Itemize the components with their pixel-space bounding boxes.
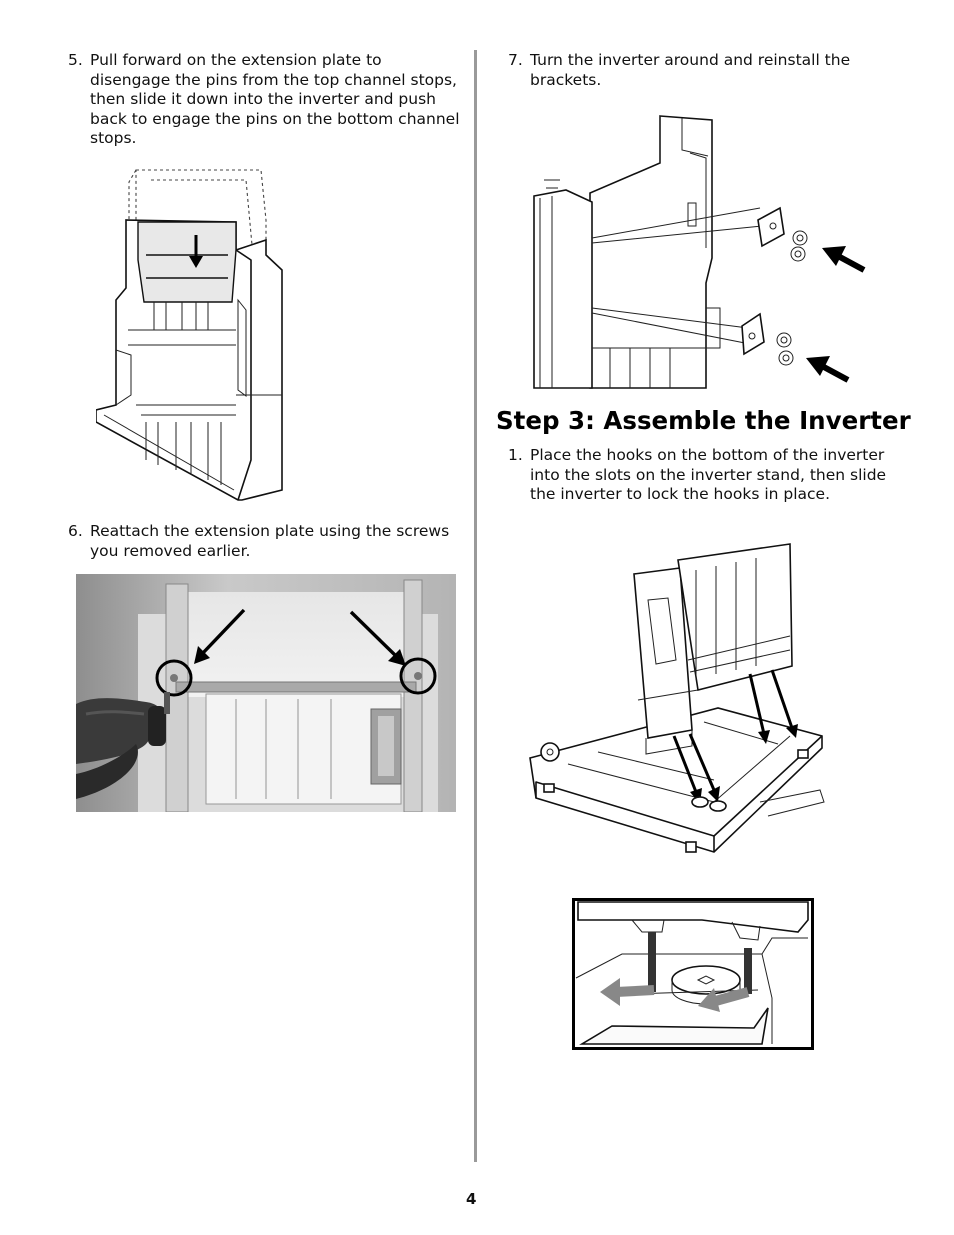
- step-5-text: Pull forward on the extension plate to d…: [90, 51, 460, 147]
- step-1-number: 1.: [508, 446, 523, 464]
- step-1: 1. Place the hooks on the bottom of the …: [508, 446, 908, 505]
- step-7-number: 7.: [508, 51, 523, 69]
- column-divider: [474, 50, 477, 1162]
- extension-plate-figure: [96, 169, 283, 501]
- extension-plate-screws-photo: [76, 574, 456, 812]
- hooks-slide-detail-figure: [572, 898, 814, 1050]
- step-6-text: Reattach the extension plate using the s…: [90, 522, 450, 560]
- bracket-reinstall-figure: [533, 115, 866, 389]
- section-heading: Step 3: Assemble the Inverter: [496, 406, 911, 435]
- step-6-number: 6.: [68, 522, 83, 540]
- inverter-on-stand-figure: [529, 543, 825, 853]
- step-7: 7. Turn the inverter around and reinstal…: [508, 51, 908, 90]
- page-number: 4: [466, 1190, 477, 1208]
- step-7-text: Turn the inverter around and reinstall t…: [530, 51, 851, 89]
- step-6: 6. Reattach the extension plate using th…: [68, 522, 460, 561]
- step-5-number: 5.: [68, 51, 83, 69]
- step-1-text: Place the hooks on the bottom of the inv…: [530, 446, 887, 503]
- step-5: 5. Pull forward on the extension plate t…: [68, 51, 460, 149]
